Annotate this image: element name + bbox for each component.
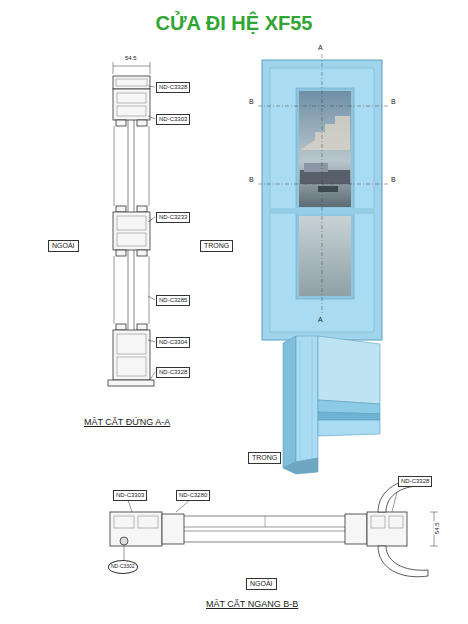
callout-box: ND-C3280 <box>176 490 210 501</box>
page-title: CỬA ĐI HỆ XF55 <box>0 12 468 35</box>
callout-circle: ND-C3302 <box>108 560 138 574</box>
corner-3d-view <box>283 336 380 474</box>
side-label-box: NGOÀI <box>246 578 277 590</box>
node-text: ND-C3303 <box>159 116 187 123</box>
side-label-box: TRONG <box>200 240 233 252</box>
node-text: TRONG <box>204 242 229 250</box>
node-text: ND-C3328 <box>159 84 187 91</box>
node-text: ND-C3285 <box>159 297 187 304</box>
node-text: ND-C3233 <box>159 214 187 221</box>
callout-box: ND-C3328 <box>398 476 432 487</box>
node-text: NGOÀI <box>52 242 75 250</box>
section-mark: B <box>249 98 254 106</box>
node-text: ND-C3304 <box>159 339 187 346</box>
callout-box: ND-C3233 <box>156 212 190 223</box>
section-mark: B <box>391 98 396 106</box>
side-label-box: TRONG <box>248 452 281 464</box>
node-text: ND-C3302 <box>111 564 135 570</box>
horizontal-section <box>110 479 438 576</box>
node-text: ND-C3328 <box>159 369 187 376</box>
node-text: ND-C3280 <box>179 492 207 499</box>
callout-box: ND-C3303 <box>113 490 147 501</box>
callout-box: ND-C3328 <box>156 82 190 93</box>
callout-box: ND-C3328 <box>156 367 190 378</box>
callout-box: ND-C3304 <box>156 337 190 348</box>
section-mark: A <box>318 316 323 324</box>
node-text: NGOÀI <box>250 580 273 588</box>
side-label-box: NGOÀI <box>48 240 79 252</box>
dimension: 54.5 <box>124 55 138 62</box>
node-text: TRONG <box>252 454 277 462</box>
node-text: ND-C3303 <box>116 492 144 499</box>
dimension: 54.5 <box>434 521 441 535</box>
section-mark: B <box>249 176 254 184</box>
callout-box: ND-C3285 <box>156 295 190 306</box>
section-lines <box>258 54 390 314</box>
callout-box: ND-C3303 <box>156 114 190 125</box>
section-title: MẶT CẮT ĐỨNG A-A <box>84 418 170 428</box>
section-mark: B <box>391 176 396 184</box>
section-title: MẶT CẮT NGANG B-B <box>206 600 298 610</box>
section-mark: A <box>318 44 323 52</box>
vertical-section <box>108 62 154 386</box>
node-text: ND-C3328 <box>401 478 429 485</box>
